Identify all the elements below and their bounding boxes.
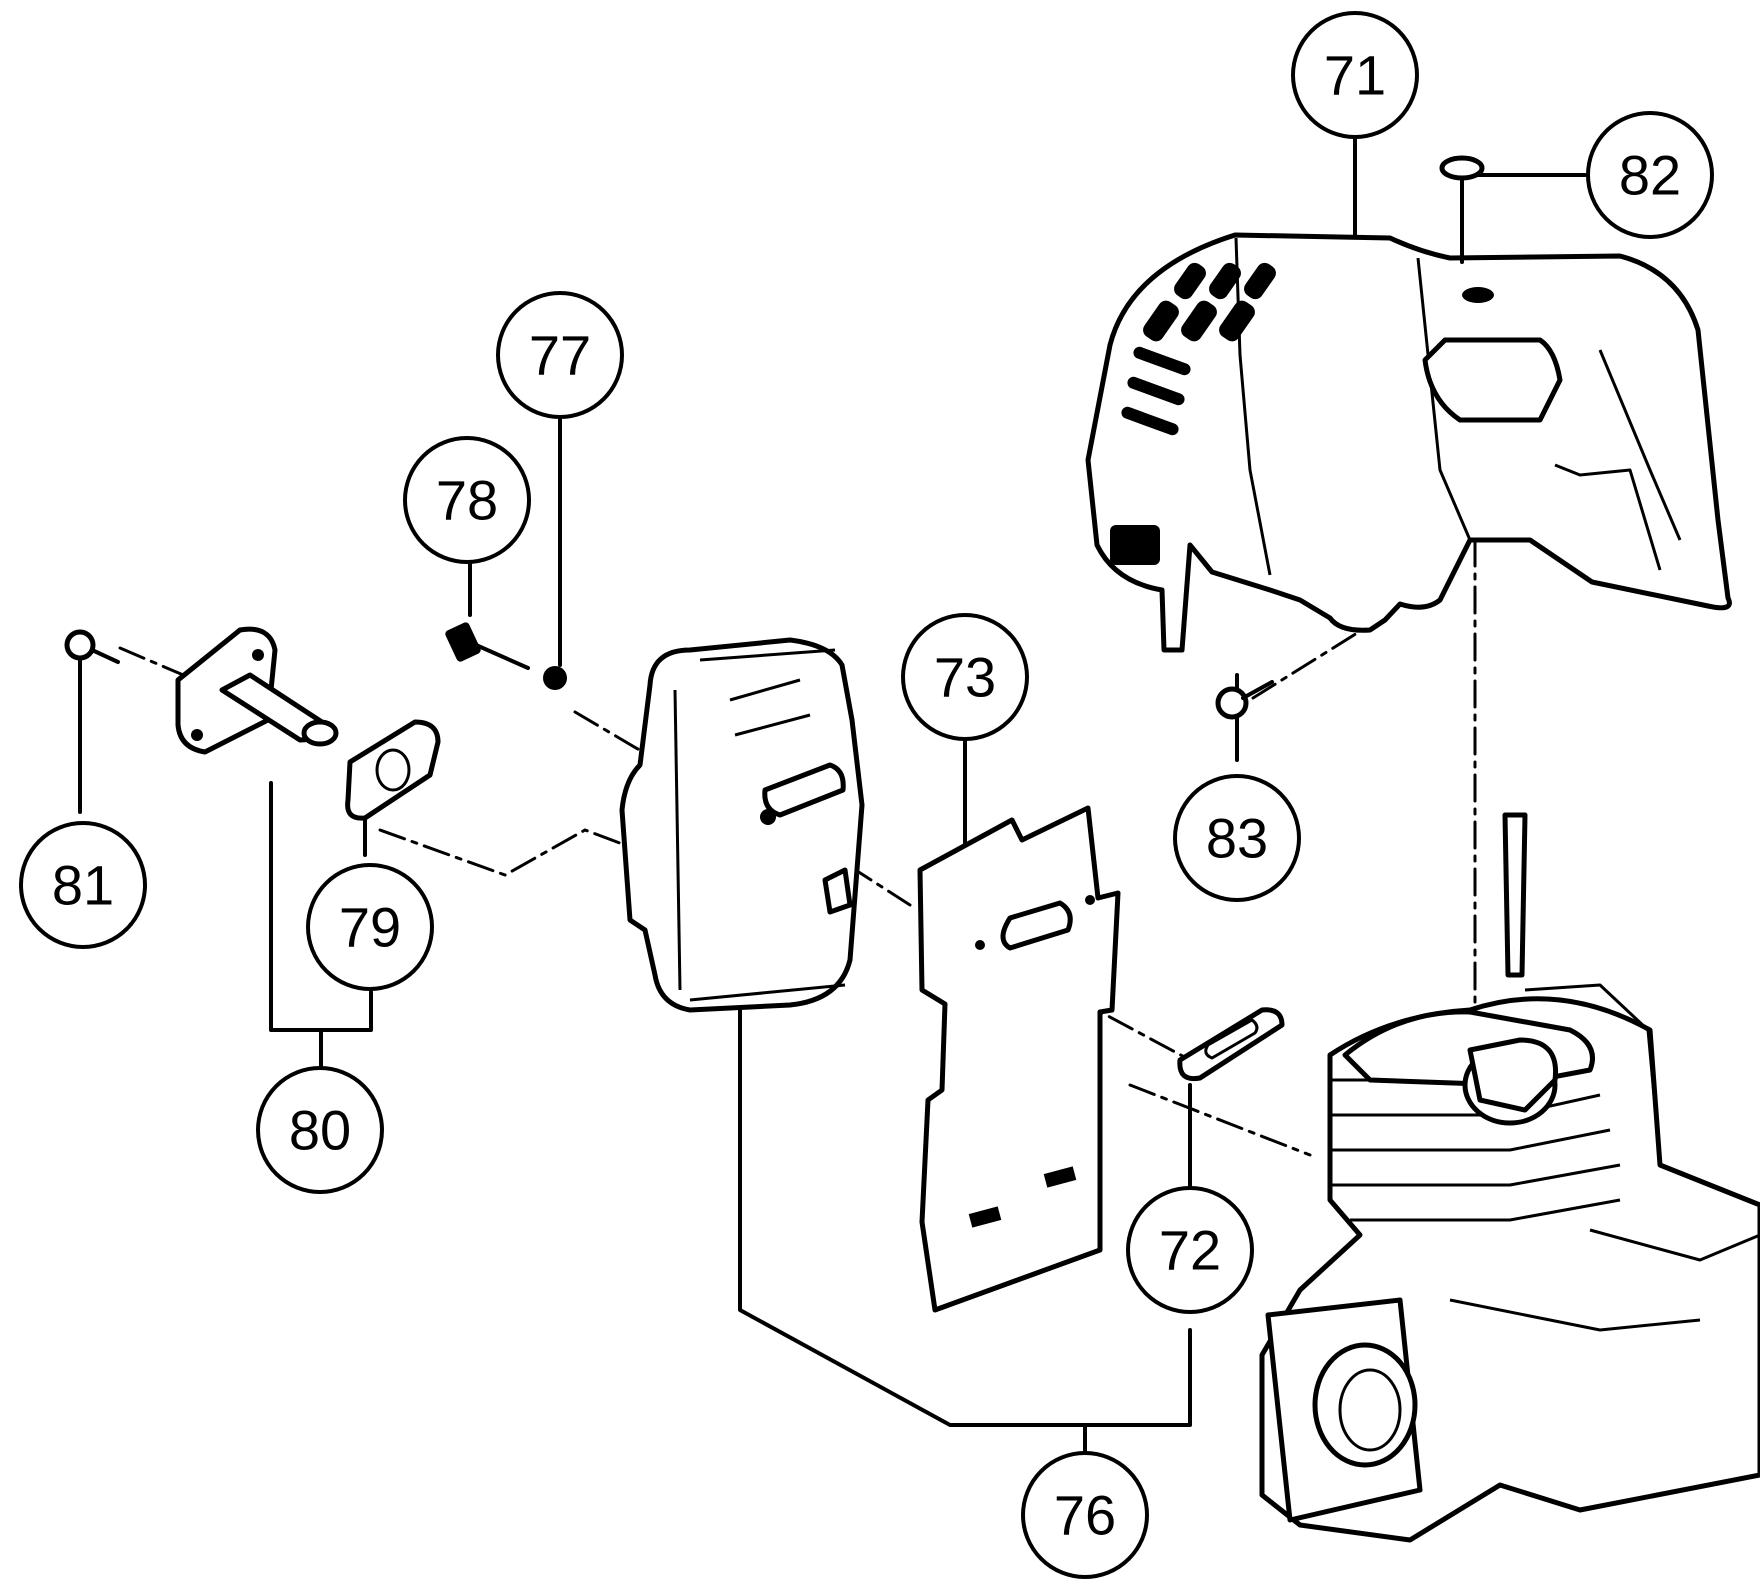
bolt-83: [1215, 680, 1274, 720]
engine-block: [1259, 812, 1760, 1543]
callout-79: 79: [306, 863, 434, 991]
muffler: [619, 637, 865, 1013]
callout-71: 71: [1291, 11, 1419, 139]
nut-77: [543, 666, 567, 690]
callout-78: 78: [403, 436, 531, 564]
callout-78-label: 78: [436, 469, 498, 532]
callout-76-label: 76: [1054, 1484, 1116, 1547]
callout-72: 72: [1126, 1186, 1254, 1314]
callout-83: 83: [1173, 774, 1301, 902]
tail-pipe: [175, 626, 339, 755]
callout-81-label: 81: [52, 854, 114, 917]
callout-71-label: 71: [1324, 44, 1386, 107]
callout-77: 77: [496, 291, 624, 419]
callout-80-label: 80: [289, 1099, 351, 1162]
callout-73: 73: [901, 613, 1029, 741]
callout-73-label: 73: [934, 646, 996, 709]
pipe-gasket: [345, 719, 441, 821]
callout-76: 76: [1021, 1451, 1149, 1579]
callout-81: 81: [19, 821, 147, 949]
callout-82-label: 82: [1619, 144, 1681, 207]
callout-72-label: 72: [1159, 1219, 1221, 1282]
callout-79-label: 79: [339, 896, 401, 959]
callout-77-label: 77: [529, 324, 591, 387]
bolt-78: [445, 622, 530, 670]
exhaust-gasket: [1177, 1007, 1285, 1082]
callout-82: 82: [1586, 111, 1714, 239]
callout-80: 80: [256, 1066, 384, 1194]
bolt-81: [64, 629, 120, 664]
callout-83-label: 83: [1206, 807, 1268, 870]
engine-cover: [1085, 232, 1732, 653]
heat-shield-plate: [917, 805, 1121, 1313]
screw-82: [1439, 155, 1485, 264]
